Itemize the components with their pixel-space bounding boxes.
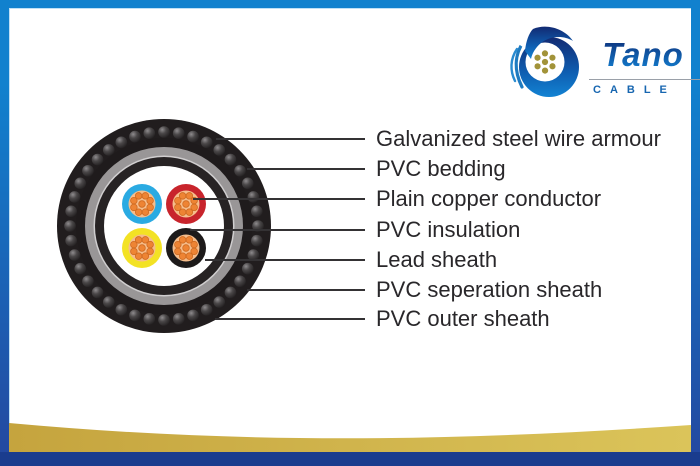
brand-divider <box>589 79 700 80</box>
brand-name: Tano <box>587 37 699 73</box>
leader-line-separation <box>247 289 365 291</box>
core-yellow <box>122 228 162 268</box>
footer-bar <box>0 452 700 466</box>
brand-subtitle: CABLE <box>593 84 676 96</box>
leader-line-lead-sheath <box>205 259 365 261</box>
leader-line-bedding <box>247 168 365 170</box>
cable-cross-section-diagram <box>57 119 271 333</box>
steel-wire-armour-ring <box>64 126 264 326</box>
leader-line-conductor <box>193 198 365 200</box>
cable-interior <box>104 166 224 286</box>
label-outer-sheath: PVC outer sheath <box>376 306 550 331</box>
core-blue <box>122 184 162 224</box>
gold-strand-dots <box>534 50 556 74</box>
label-conductor: Plain copper conductor <box>376 186 602 211</box>
label-armour: Galvanized steel wire armour <box>376 126 661 151</box>
label-bedding: PVC bedding <box>376 156 506 181</box>
cable-swoosh-icon <box>510 26 579 97</box>
content-panel: Galvanized steel wire armour PVC bedding… <box>9 8 700 452</box>
leader-line-armour <box>216 138 365 140</box>
core-red <box>166 184 206 224</box>
label-separation: PVC seperation sheath <box>376 277 603 302</box>
brand-logo: Tano CABLE <box>507 21 700 101</box>
leader-line-insulation <box>190 229 365 231</box>
leader-line-outer-sheath <box>215 318 365 320</box>
label-lead-sheath: Lead sheath <box>376 247 498 272</box>
core-black <box>166 228 206 268</box>
label-insulation: PVC insulation <box>376 217 521 242</box>
gold-band <box>9 423 691 452</box>
